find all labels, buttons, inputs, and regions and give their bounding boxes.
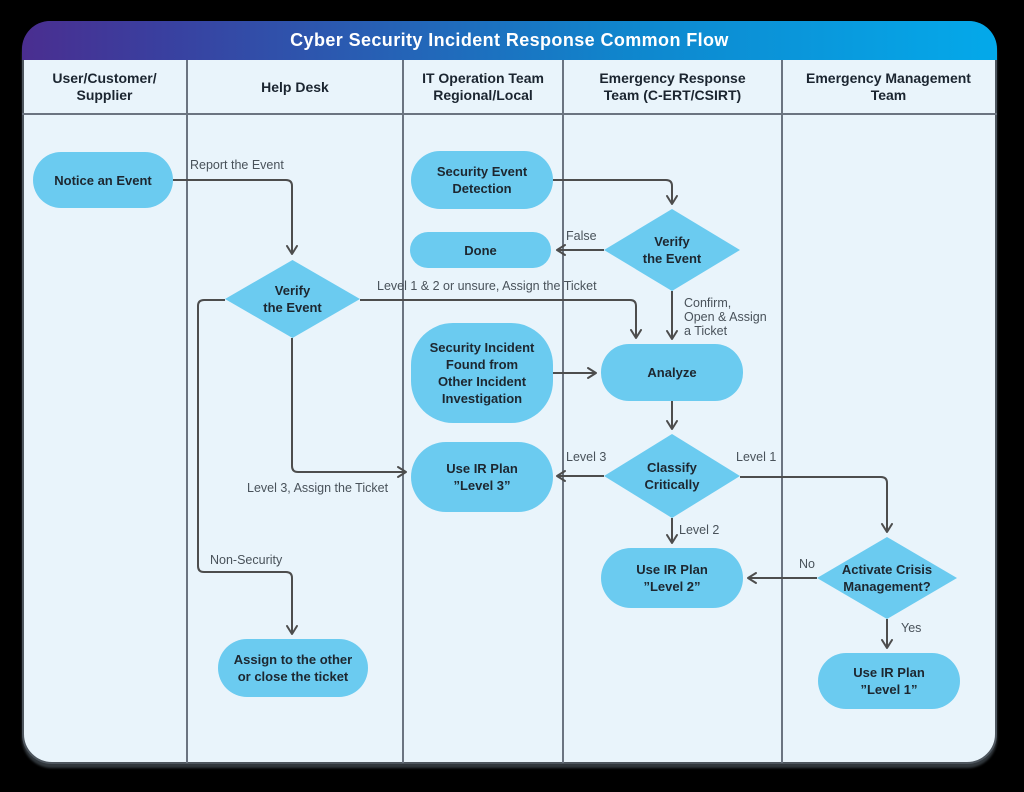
lane-divider-2	[402, 60, 404, 763]
node-notice-an-event: Notice an Event	[33, 152, 173, 208]
header-separator-line	[22, 113, 997, 115]
node-label: Done	[464, 242, 497, 258]
lane-header-emergency-management-team: Emergency Management Team	[806, 70, 971, 103]
node-label: Notice an Event	[54, 172, 152, 188]
title-bar: Cyber Security Incident Response Common …	[22, 21, 997, 60]
edge-label-level-3: Level 3	[566, 450, 607, 464]
edge-label-level3-assign: Level 3, Assign the Ticket	[247, 481, 389, 495]
node-label: Analyze	[647, 365, 697, 380]
node-label: Security Event Detection	[436, 164, 528, 196]
node-use-ir-plan-level-3: Use IR Plan ”Level 3”	[411, 442, 553, 512]
node-label: Classify Critically	[644, 460, 700, 492]
node-label: Use IR Plan ”Level 2”	[636, 562, 708, 594]
edge-label-report-the-event: Report the Event	[190, 158, 284, 172]
edge-label-no: No	[799, 557, 815, 571]
node-assign-to-other-or-close: Assign to the other or close the ticket	[218, 639, 368, 697]
edge-label-level-1: Level 1	[736, 450, 777, 464]
node-label: Security Incident Found from Other Incid…	[429, 340, 535, 406]
node-security-incident-found: Security Incident Found from Other Incid…	[411, 323, 553, 423]
lane-divider-4	[781, 60, 783, 763]
lane-header-help-desk: Help Desk	[261, 78, 329, 95]
node-analyze: Analyze	[601, 344, 743, 401]
node-use-ir-plan-level-2: Use IR Plan ”Level 2”	[601, 548, 743, 608]
lane-header-user-customer-supplier: User/Customer/ Supplier	[52, 70, 157, 103]
node-label: Use IR Plan ”Level 3”	[446, 461, 518, 493]
edge-label-level12-unsure: Level 1 & 2 or unsure, Assign the Ticket	[377, 279, 597, 293]
edge-label-non-security: Non-Security	[210, 553, 283, 567]
node-label: Verify the Event	[642, 234, 702, 266]
edge-label-yes: Yes	[901, 621, 922, 635]
page-title: Cyber Security Incident Response Common …	[290, 30, 729, 50]
node-security-event-detection: Security Event Detection	[411, 151, 553, 209]
edge-label-confirm-open-assign: Confirm, Open & Assign a Ticket	[684, 296, 767, 338]
node-label: Verify the Event	[263, 283, 322, 315]
node-label: Use IR Plan ”Level 1”	[853, 665, 925, 697]
lane-header-emergency-response-team: Emergency Response Team (C-ERT/CSIRT)	[599, 70, 746, 103]
lane-divider-3	[562, 60, 564, 763]
edge-label-false: False	[566, 229, 597, 243]
node-done: Done	[410, 232, 551, 268]
lane-divider-1	[186, 60, 188, 763]
node-label: Assign to the other or close the ticket	[233, 652, 353, 684]
edge-label-level-2: Level 2	[679, 523, 720, 537]
lane-header-it-operation-team: IT Operation Team Regional/Local	[422, 70, 544, 103]
node-label: Activate Crisis Management?	[841, 562, 933, 594]
node-use-ir-plan-level-1: Use IR Plan ”Level 1”	[818, 653, 960, 709]
